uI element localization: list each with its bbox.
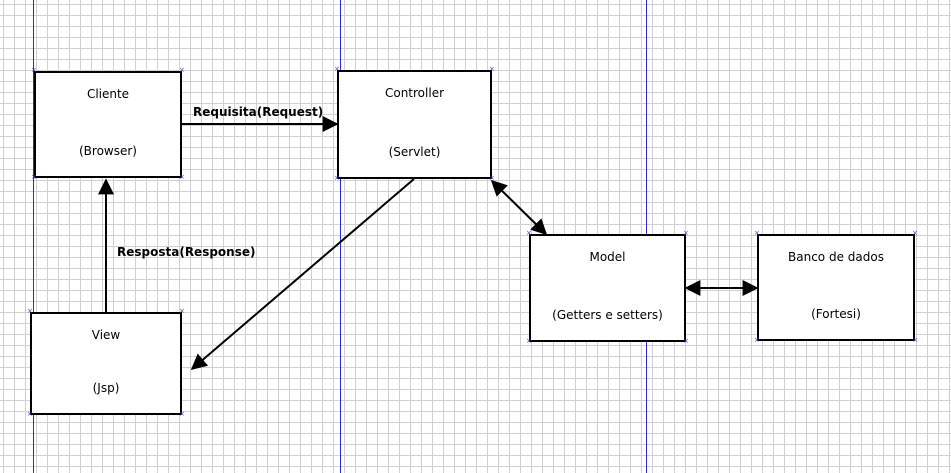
cliente-subtitle: (Browser) xyxy=(79,144,137,158)
lane-divider xyxy=(33,0,34,473)
selection-handle: × xyxy=(334,65,340,73)
banco-subtitle: (Fortesi) xyxy=(811,307,861,321)
controller-to-view-arrow xyxy=(190,178,415,371)
controller-box[interactable]: Controller (Servlet) xyxy=(337,70,492,179)
selection-handle: × xyxy=(526,229,532,237)
selection-handle: × xyxy=(489,65,495,73)
selection-handle: × xyxy=(179,173,185,181)
selection-handle: × xyxy=(27,307,33,315)
selection-handle: × xyxy=(31,173,37,181)
model-title: Model xyxy=(589,250,626,264)
controller-model-arrow xyxy=(490,179,548,236)
view-subtitle: (Jsp) xyxy=(92,381,120,395)
selection-handle: × xyxy=(754,229,760,237)
response-label: Resposta(Response) xyxy=(117,245,256,259)
view-title: View xyxy=(91,328,121,342)
selection-handle: × xyxy=(27,410,33,418)
selection-handle: × xyxy=(683,337,689,345)
selection-handle: × xyxy=(179,410,185,418)
selection-handle: × xyxy=(912,229,918,237)
selection-handle: × xyxy=(912,336,918,344)
banco-title: Banco de dados xyxy=(788,250,884,264)
selection-handle: × xyxy=(179,66,185,74)
controller-title: Controller xyxy=(384,86,445,100)
model-box[interactable]: Model (Getters e setters) xyxy=(529,234,686,342)
lane-divider xyxy=(340,0,341,473)
selection-handle: × xyxy=(334,174,340,182)
selection-handle: × xyxy=(489,174,495,182)
controller-subtitle: (Servlet) xyxy=(388,145,441,159)
selection-handle: × xyxy=(754,336,760,344)
model-subtitle: (Getters e setters) xyxy=(552,308,663,322)
selection-handle: × xyxy=(526,337,532,345)
view-box[interactable]: View (Jsp) xyxy=(30,312,182,415)
cliente-box[interactable]: Cliente (Browser) xyxy=(34,71,182,178)
cliente-title: Cliente xyxy=(86,87,130,101)
selection-handle: × xyxy=(683,229,689,237)
selection-handle: × xyxy=(31,66,37,74)
selection-handle: × xyxy=(179,307,185,315)
request-label: Requisita(Request) xyxy=(193,105,324,119)
banco-box[interactable]: Banco de dados (Fortesi) xyxy=(757,234,915,341)
